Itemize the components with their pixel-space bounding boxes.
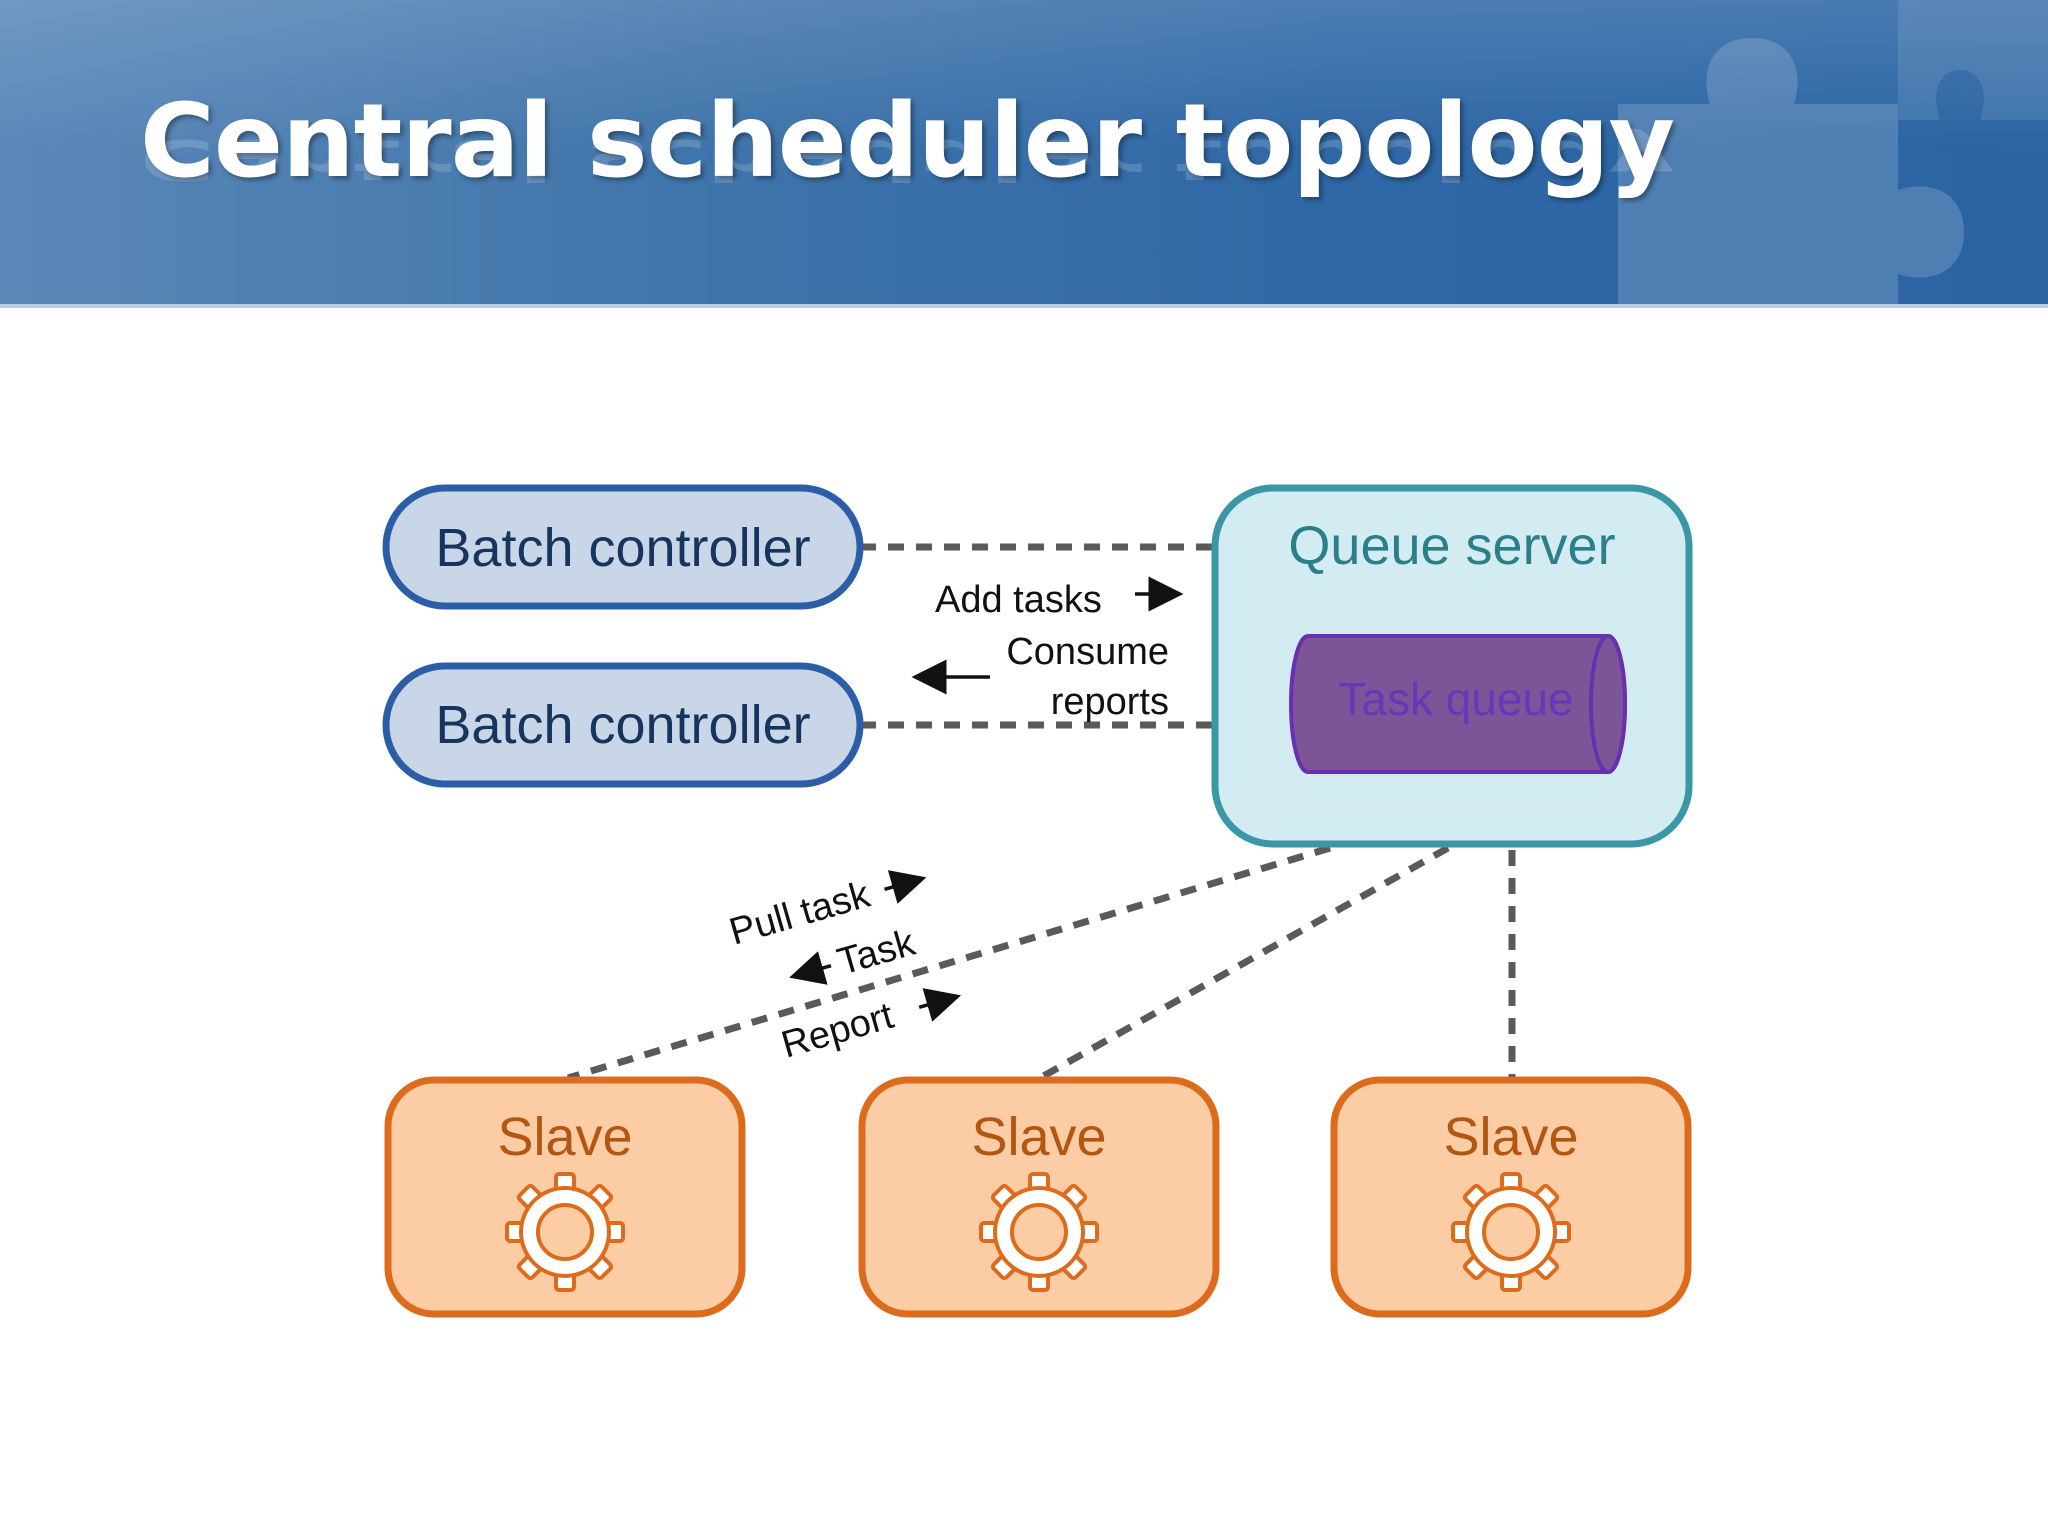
slide-title: Central scheduler topology xyxy=(140,82,1675,201)
slave-1-label: Slave xyxy=(497,1107,632,1167)
queue-server-label: Queue server xyxy=(1288,516,1615,576)
add-tasks-label: Add tasks xyxy=(935,579,1102,621)
reports-label: reports xyxy=(1051,681,1169,723)
task-queue-label: Task queue xyxy=(1338,673,1573,725)
task-queue-cylinder: Task queue xyxy=(1289,634,1627,774)
slave-3-label: Slave xyxy=(1443,1107,1578,1167)
connector-queue-slave2 xyxy=(1038,844,1450,1082)
batch-controller-1-label: Batch controller xyxy=(435,518,810,578)
batch-controller-1: Batch controller xyxy=(382,484,864,610)
queue-server: Queue server Task queue xyxy=(1211,484,1693,848)
gear-icon xyxy=(505,1172,625,1292)
slave-2-label: Slave xyxy=(971,1107,1106,1167)
consume-label: Consume xyxy=(1006,631,1169,673)
report-arrow xyxy=(918,988,962,1022)
task-arrow xyxy=(789,951,832,985)
slide-header: Central scheduler topology Central sched… xyxy=(0,0,2048,304)
report-label: Report xyxy=(777,995,899,1067)
gear-icon xyxy=(979,1172,1099,1292)
header-divider xyxy=(0,304,2048,308)
gear-icon xyxy=(1451,1172,1571,1292)
pull-task-arrow xyxy=(884,870,927,904)
slave-3: Slave xyxy=(1330,1076,1692,1318)
slave-1: Slave xyxy=(384,1076,746,1318)
connector-queue-slave1 xyxy=(566,844,1332,1082)
header-shine xyxy=(0,0,2048,150)
slave-2: Slave xyxy=(858,1076,1220,1318)
batch-controller-2: Batch controller xyxy=(382,662,864,788)
batch-controller-2-label: Batch controller xyxy=(435,695,810,755)
task-label: Task xyxy=(833,921,921,983)
puzzle-piece-icon xyxy=(1618,0,2048,304)
